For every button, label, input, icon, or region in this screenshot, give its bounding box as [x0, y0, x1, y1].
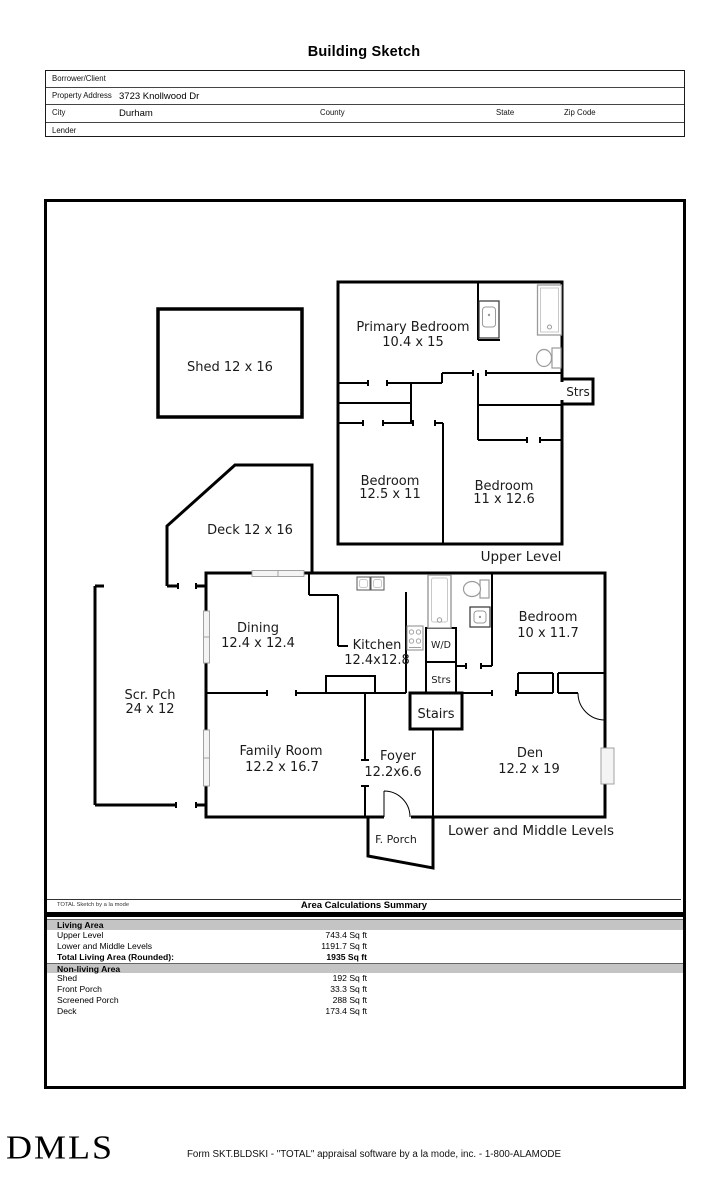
- area-calculations-table: Living Area Upper Level 743.4 Sq ft Lowe…: [47, 919, 683, 1017]
- lender-label: Lender: [52, 125, 77, 135]
- row-value: 192 Sq ft: [332, 973, 367, 983]
- city-county-row: City Durham County State Zip Code: [46, 104, 684, 121]
- summary-divider-bar: [47, 912, 683, 917]
- row-value: 1935 Sq ft: [326, 951, 367, 962]
- row-value: 173.4 Sq ft: [325, 1006, 367, 1016]
- property-info-table: Borrower/Client Property Address 3723 Kn…: [45, 70, 685, 137]
- row-label: Lower and Middle Levels: [57, 940, 153, 951]
- property-address-value: 3723 Knollwood Dr: [119, 90, 200, 102]
- table-row: Front Porch 33.3 Sq ft: [47, 984, 683, 995]
- row-label: Front Porch: [57, 984, 102, 994]
- summary-top-rule: [47, 899, 681, 900]
- row-value: 743.4 Sq ft: [325, 929, 367, 940]
- table-row: Deck 173.4 Sq ft: [47, 1006, 683, 1017]
- city-label: City: [52, 108, 66, 118]
- dmls-logo: DMLS: [6, 1128, 115, 1166]
- lender-row: Lender: [46, 121, 684, 139]
- property-address-label: Property Address: [52, 91, 112, 101]
- table-row: Lower and Middle Levels 1191.7 Sq ft: [47, 941, 683, 952]
- row-value: 33.3 Sq ft: [330, 984, 367, 994]
- footer-form-line: Form SKT.BLDSKI - "TOTAL" appraisal soft…: [186, 1149, 562, 1160]
- row-value: 288 Sq ft: [332, 995, 367, 1005]
- row-label: Shed: [57, 973, 78, 983]
- city-value: Durham: [119, 107, 153, 119]
- table-row: Upper Level 743.4 Sq ft: [47, 930, 683, 941]
- page-title: Building Sketch: [307, 44, 421, 60]
- sketch-frame: [44, 199, 686, 1089]
- table-row: Shed 192 Sq ft: [47, 973, 683, 984]
- row-label: Total Living Area (Rounded):: [57, 951, 174, 962]
- county-label: County: [320, 108, 345, 118]
- row-label: Deck: [57, 1006, 77, 1016]
- living-area-header: Living Area: [47, 919, 683, 930]
- borrower-row: Borrower/Client: [46, 71, 684, 87]
- state-label: State: [496, 108, 515, 118]
- zip-code-label: Zip Code: [564, 108, 596, 118]
- row-label: Upper Level: [57, 929, 104, 940]
- property-address-row: Property Address 3723 Knollwood Dr: [46, 87, 684, 104]
- borrower-label: Borrower/Client: [52, 74, 106, 83]
- row-label: Screened Porch: [57, 995, 119, 1005]
- total-living-area-row: Total Living Area (Rounded): 1935 Sq ft: [47, 952, 683, 963]
- summary-title: Area Calculations Summary: [300, 900, 428, 911]
- table-row: Screened Porch 288 Sq ft: [47, 995, 683, 1006]
- non-living-area-header: Non-living Area: [47, 962, 683, 974]
- summary-watermark: TOTAL Sketch by a la mode: [57, 902, 130, 908]
- row-value: 1191.7 Sq ft: [321, 940, 367, 951]
